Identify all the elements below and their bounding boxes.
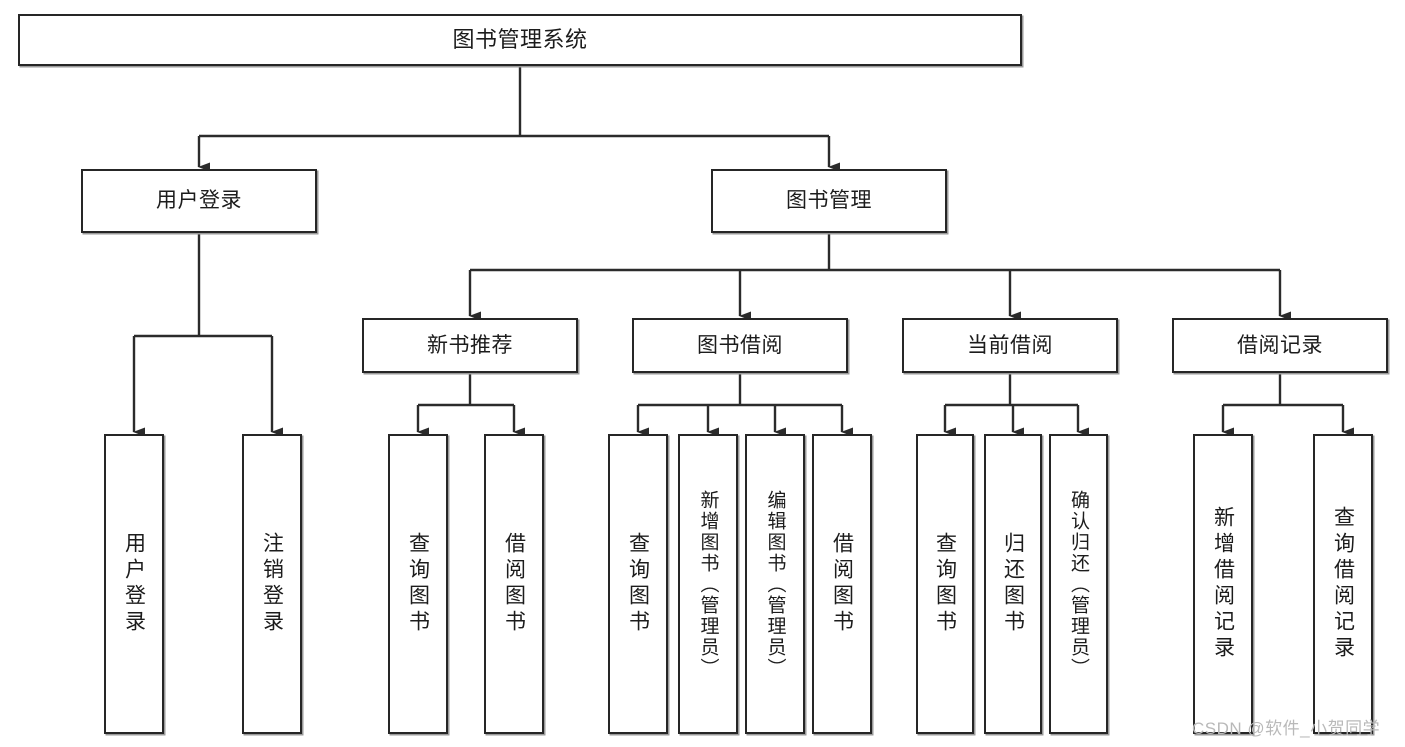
- node-leaf-return-book-label: 归还图书: [1001, 532, 1025, 636]
- node-new-book-recommend-label: 新书推荐: [427, 333, 513, 357]
- node-book-borrow-label: 图书借阅: [697, 333, 783, 357]
- node-book-borrow[interactable]: 图书借阅: [632, 318, 848, 373]
- node-leaf-query-book-label: 查询图书: [626, 532, 650, 636]
- node-leaf-edit-book[interactable]: 编辑图书（管理员）: [745, 434, 805, 734]
- node-leaf-user-login[interactable]: 用户登录: [104, 434, 164, 734]
- node-leaf-add-record-label: 新增借阅记录: [1211, 506, 1235, 662]
- node-user-login[interactable]: 用户登录: [81, 169, 317, 233]
- node-leaf-query-record[interactable]: 查询借阅记录: [1313, 434, 1373, 734]
- node-root-system-label: 图书管理系统: [452, 26, 588, 52]
- node-borrow-record[interactable]: 借阅记录: [1172, 318, 1388, 373]
- node-leaf-query-book-rec[interactable]: 查询图书: [388, 434, 448, 734]
- node-leaf-add-book[interactable]: 新增图书（管理员）: [678, 434, 738, 734]
- node-leaf-return-book[interactable]: 归还图书: [984, 434, 1042, 734]
- node-leaf-add-book-label: 新增图书（管理员）: [697, 489, 719, 679]
- node-leaf-edit-book-label: 编辑图书（管理员）: [764, 489, 786, 679]
- node-leaf-confirm-return[interactable]: 确认归还（管理员）: [1049, 434, 1108, 734]
- node-leaf-logout[interactable]: 注销登录: [242, 434, 302, 734]
- node-book-manage[interactable]: 图书管理: [711, 169, 947, 233]
- node-leaf-query-book[interactable]: 查询图书: [608, 434, 668, 734]
- node-current-borrow-label: 当前借阅: [967, 333, 1053, 357]
- node-book-manage-label: 图书管理: [786, 189, 872, 213]
- node-new-book-recommend[interactable]: 新书推荐: [362, 318, 578, 373]
- node-leaf-borrow-book-rec[interactable]: 借阅图书: [484, 434, 544, 734]
- node-leaf-query-book-cur-label: 查询图书: [933, 532, 957, 636]
- node-leaf-query-book-rec-label: 查询图书: [406, 532, 430, 636]
- connector-lines: [132, 66, 1354, 437]
- node-leaf-query-record-label: 查询借阅记录: [1331, 506, 1355, 662]
- node-root-system[interactable]: 图书管理系统: [18, 14, 1022, 66]
- node-leaf-confirm-return-label: 确认归还（管理员）: [1068, 489, 1089, 679]
- node-user-login-label: 用户登录: [156, 189, 242, 213]
- node-current-borrow[interactable]: 当前借阅: [902, 318, 1118, 373]
- node-leaf-borrow-book[interactable]: 借阅图书: [812, 434, 872, 734]
- node-leaf-logout-label: 注销登录: [260, 532, 284, 636]
- node-leaf-add-record[interactable]: 新增借阅记录: [1193, 434, 1253, 734]
- node-borrow-record-label: 借阅记录: [1237, 333, 1323, 357]
- node-leaf-user-login-label: 用户登录: [122, 532, 146, 636]
- node-leaf-query-book-cur[interactable]: 查询图书: [916, 434, 974, 734]
- node-leaf-borrow-book-rec-label: 借阅图书: [502, 532, 526, 636]
- node-leaf-borrow-book-label: 借阅图书: [830, 532, 854, 636]
